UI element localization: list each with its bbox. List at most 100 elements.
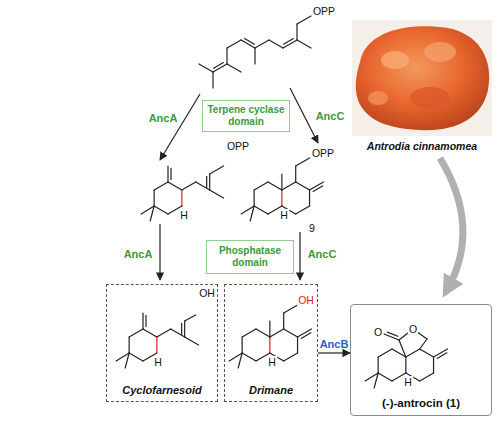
bond [296, 158, 310, 166]
bond [384, 334, 399, 340]
bond [210, 190, 224, 198]
bond [284, 329, 298, 337]
reaction-arrow [160, 94, 200, 160]
enzyme-label: AncC [316, 110, 345, 122]
bond [378, 349, 392, 357]
product-box: Cyclofarnesoid [106, 284, 218, 402]
bond [281, 190, 282, 206]
source-arrow [440, 158, 463, 290]
photo-background [352, 20, 492, 136]
bond [297, 16, 311, 24]
compound-number: 9 [308, 222, 316, 234]
structures [116, 16, 447, 388]
atom-label: H [279, 209, 289, 221]
bond [295, 166, 296, 182]
bond [145, 315, 146, 326]
fungus-lobe [410, 87, 450, 109]
bond [242, 353, 256, 361]
bond [154, 190, 155, 206]
bond [214, 63, 224, 69]
bond [125, 353, 129, 368]
bond [254, 190, 255, 206]
node-label: Drimane [249, 384, 293, 396]
bond [296, 206, 310, 214]
bond [269, 321, 270, 337]
bond [154, 182, 168, 190]
bond [256, 329, 270, 337]
fungus-photo [352, 20, 492, 136]
bond [129, 329, 143, 337]
node-label: Phosphatase domain [210, 245, 290, 269]
bond [212, 72, 213, 88]
atom-label: H [403, 376, 413, 388]
bond [150, 206, 154, 221]
bond [196, 182, 210, 190]
fungus-lobe [381, 51, 409, 69]
bond [378, 373, 392, 381]
domain-box: Phosphatase domain [206, 240, 294, 274]
enzyme-label: AncB [320, 338, 349, 350]
bond [296, 24, 297, 40]
bond [185, 337, 199, 345]
bond [387, 332, 398, 336]
bond [210, 166, 224, 174]
bond [142, 313, 143, 329]
bond [297, 337, 298, 353]
bond [129, 337, 130, 353]
bond [378, 357, 379, 373]
atom-label: OPP [312, 5, 336, 17]
bond [437, 353, 447, 359]
reaction-arrows [160, 88, 318, 280]
fungus-lobe [424, 42, 456, 62]
bond [309, 190, 310, 206]
bond [170, 168, 171, 179]
bond [405, 357, 406, 373]
reaction-arrow [290, 88, 318, 143]
reaction-arrow [299, 232, 300, 280]
bond [301, 333, 311, 339]
bond [284, 305, 298, 313]
enzyme-label: AncA [149, 112, 178, 124]
bond [209, 174, 210, 190]
node-label: Cyclofarnesoid [122, 384, 201, 396]
bond [250, 206, 254, 221]
bond [143, 329, 157, 337]
bond [238, 353, 242, 368]
bond [182, 182, 196, 190]
bond [227, 40, 241, 48]
atom-label: OH [297, 294, 315, 306]
node-label: (-)-antrocin (1) [382, 397, 460, 409]
bond [254, 206, 268, 214]
bond [269, 337, 270, 353]
bond [268, 182, 282, 190]
bond [227, 64, 241, 72]
bond [283, 313, 284, 329]
bond [420, 339, 427, 349]
bond [242, 337, 243, 353]
reaction-arrow [318, 352, 350, 353]
enzyme-label: AncC [308, 248, 337, 260]
bond [167, 166, 168, 182]
atom-label: H [267, 356, 277, 368]
bond [282, 182, 296, 190]
bond [420, 349, 434, 357]
atom-label: OPP [226, 140, 250, 152]
bond [255, 40, 269, 48]
atom-label: H [153, 356, 163, 368]
atom-label: H [179, 209, 189, 221]
bond [184, 321, 185, 337]
atom-label: OPP [311, 147, 335, 159]
node-label: Terpene cyclase domain [206, 104, 286, 128]
bond [168, 182, 182, 190]
bond [129, 353, 143, 361]
atom-label: OH [198, 287, 216, 299]
bond [254, 182, 268, 190]
reaction-arrow [159, 224, 160, 280]
bond [254, 48, 255, 64]
bond [269, 40, 283, 48]
bond [297, 40, 311, 48]
atom-label: O [373, 326, 383, 338]
